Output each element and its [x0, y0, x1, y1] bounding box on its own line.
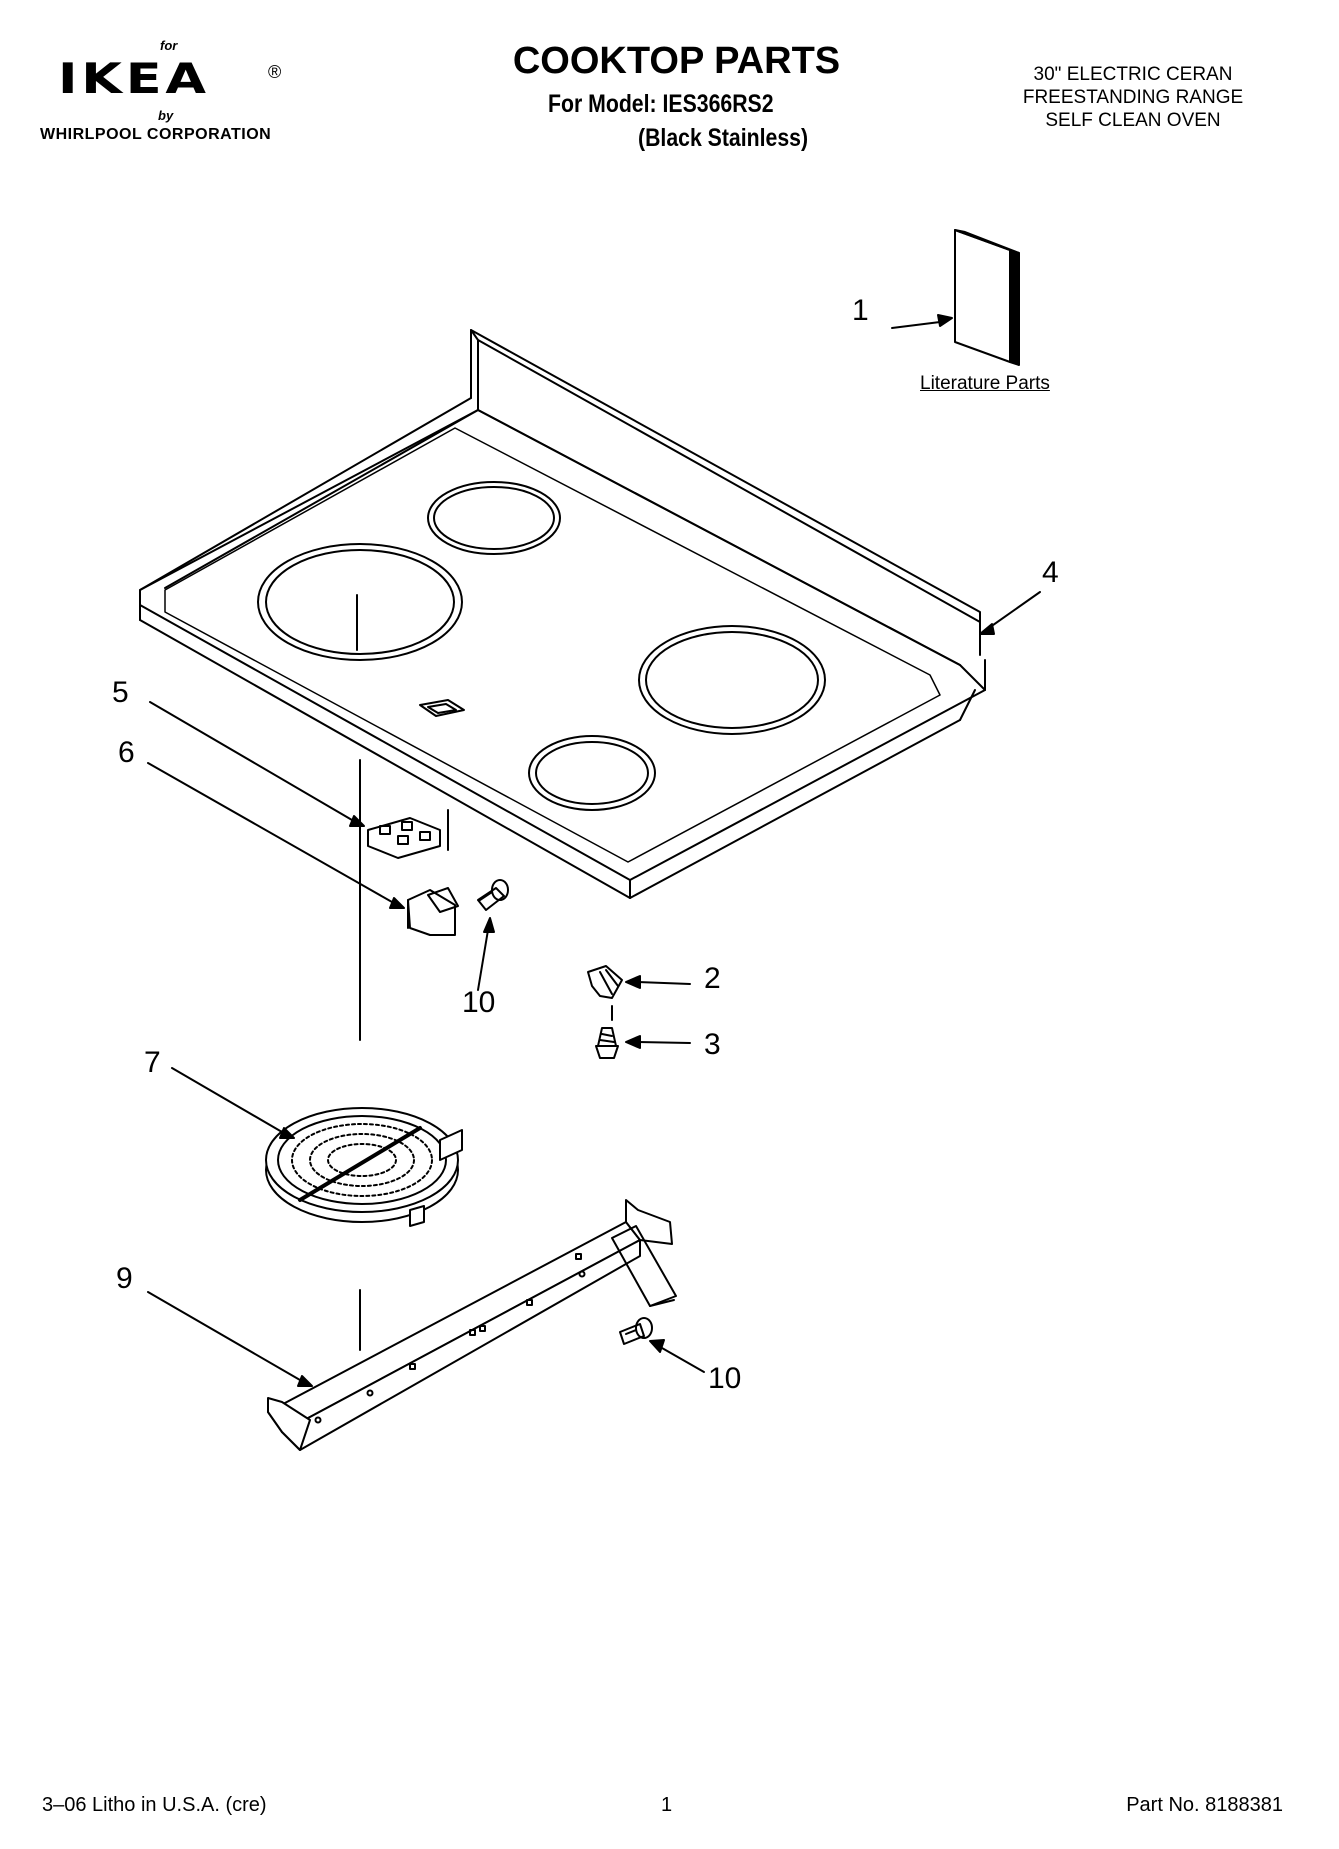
- leader-line: [171, 1067, 283, 1133]
- page-title: COOKTOP PARTS: [512, 40, 841, 82]
- arrowhead: [297, 1375, 313, 1387]
- brand-corporation: WHIRLPOOL CORPORATION: [40, 126, 272, 143]
- callout-10-lower: 10: [708, 1362, 742, 1395]
- leader-line: [147, 762, 393, 903]
- part-number: Part No. 8188381: [1126, 1794, 1283, 1816]
- screw-upper: [477, 879, 509, 911]
- callout-7: 7: [144, 1046, 161, 1079]
- model-number: For Model: IES366RS2: [548, 90, 774, 118]
- callout-6: 6: [118, 736, 135, 769]
- callout-2: 2: [704, 962, 721, 995]
- brand-for-text: for: [160, 38, 178, 53]
- callout-9: 9: [116, 1262, 133, 1295]
- callout-4: 4: [1042, 556, 1059, 589]
- radiant-surface-element: [265, 1107, 463, 1227]
- burner-rear-right: [638, 625, 826, 735]
- leader-line: [637, 1041, 691, 1044]
- leader-line: [147, 1291, 301, 1381]
- leader-line: [149, 701, 353, 821]
- hot-surface-switch: [367, 817, 441, 859]
- leader-line: [637, 981, 691, 985]
- model-color: (Black Stainless): [638, 124, 809, 152]
- element-support-bar: [267, 1199, 677, 1451]
- arrowhead: [625, 975, 641, 989]
- arrowhead: [979, 623, 995, 635]
- callout-3: 3: [704, 1028, 721, 1061]
- arrowhead: [349, 815, 365, 827]
- page-number: 1: [661, 1794, 673, 1816]
- clip-screw: [595, 1027, 619, 1059]
- callout-10-upper: 10: [462, 986, 496, 1019]
- cooktop-clip: [587, 965, 623, 999]
- print-info: 3–06 Litho in U.S.A. (cre): [42, 1794, 267, 1816]
- leader-line: [985, 591, 1041, 631]
- arrowhead: [389, 897, 405, 909]
- product-description-line: FREESTANDING RANGE: [1022, 87, 1244, 108]
- arrowhead: [625, 1035, 641, 1049]
- literature-booklet: [891, 229, 1020, 366]
- leader-line: [661, 1347, 705, 1373]
- arrowhead: [649, 1339, 665, 1353]
- screw-lower: [619, 1317, 653, 1345]
- arrowhead: [483, 917, 495, 933]
- burner-front-right: [528, 735, 656, 811]
- product-description-line: SELF CLEAN OVEN: [1045, 110, 1221, 131]
- switch-bracket: [407, 887, 459, 936]
- callout-1: 1: [852, 294, 869, 327]
- registered-mark: ®: [268, 62, 282, 82]
- leader-line: [891, 321, 941, 329]
- leader-line: [477, 929, 489, 991]
- callout-5: 5: [112, 676, 129, 709]
- cooktop-main-top: [139, 329, 986, 899]
- burner-front-left: [257, 543, 463, 661]
- burner-rear-left: [427, 481, 561, 555]
- product-description-line: 30" ELECTRIC CERAN: [1033, 64, 1233, 85]
- arrowhead: [937, 314, 953, 327]
- literature-parts-label: Literature Parts: [920, 373, 1050, 394]
- ikea-logo: IKEA: [58, 54, 210, 103]
- brand-by-text: by: [158, 108, 174, 123]
- arrowhead: [279, 1127, 295, 1139]
